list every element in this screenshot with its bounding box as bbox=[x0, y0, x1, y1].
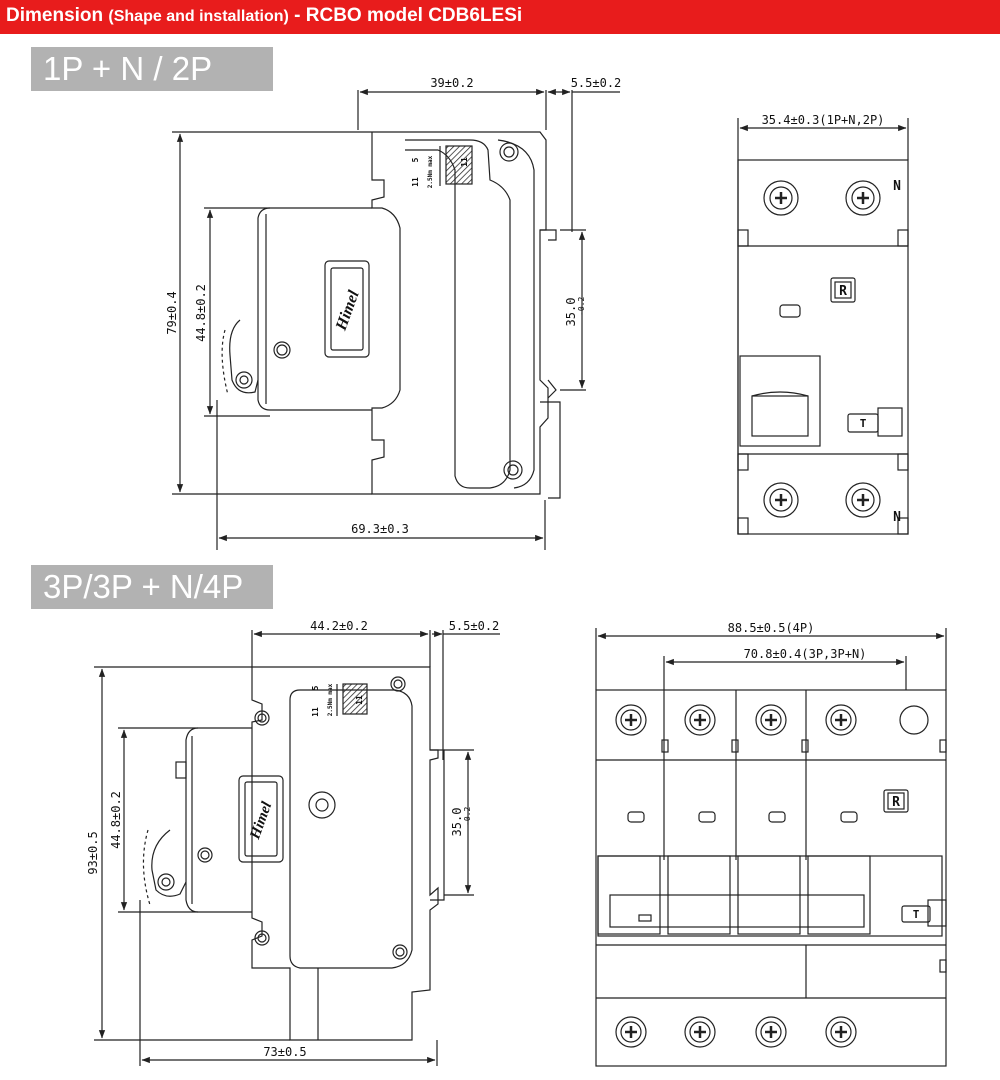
section-tab-1p-2p: 1P + N / 2P bbox=[31, 47, 273, 91]
dim-top-rail: 5.5±0.2 bbox=[571, 76, 622, 90]
bottom-front-view bbox=[595, 689, 947, 1067]
dim-top-overall-depth: 69.3±0.3 bbox=[351, 522, 409, 536]
dim-top-width: 35.4±0.3(1P+N,2P) bbox=[762, 113, 885, 127]
dim-top-height: 79±0.4 bbox=[165, 291, 179, 334]
brand-logo-bottom: Himel bbox=[247, 799, 276, 842]
terminal-label-11-bottom: 11 bbox=[311, 707, 320, 717]
terminal-label-11b-top: 11 bbox=[460, 157, 469, 167]
dim-bottom-width-3p: 70.8±0.4(3P,3P+N) bbox=[744, 647, 867, 661]
top-front-view bbox=[737, 159, 909, 535]
test-label-top: T bbox=[860, 417, 867, 430]
dim-bottom-width-4p: 88.5±0.5(4P) bbox=[728, 621, 815, 635]
test-label-bottom: T bbox=[913, 908, 920, 921]
neutral-label-bottom: N bbox=[893, 510, 901, 525]
terminal-strip-top: 2.5Nm max bbox=[427, 155, 434, 188]
terminal-strip-bottom: 2.5Nm max bbox=[327, 683, 334, 716]
terminal-label-5-top: 5 bbox=[411, 157, 420, 162]
dim-top-din-tol: -0.2 bbox=[577, 297, 586, 316]
terminal-label-5-bottom: 5 bbox=[311, 685, 320, 690]
dim-top-din: 35.0 bbox=[564, 298, 578, 327]
title-rest: - RCBO model CDB6LESi bbox=[294, 5, 523, 26]
reset-label-bottom: R bbox=[892, 795, 900, 810]
dim-bottom-depth: 44.2±0.2 bbox=[310, 619, 368, 633]
reset-label-top: R bbox=[839, 284, 847, 299]
dim-bottom-din-tol: -0.2 bbox=[463, 807, 472, 826]
header-bar: Dimension (Shape and installation) - RCB… bbox=[0, 0, 1000, 34]
top-side-view bbox=[221, 131, 561, 499]
dim-bottom-handle-height: 44.8±0.2 bbox=[109, 791, 123, 849]
dim-bottom-rail: 5.5±0.2 bbox=[449, 619, 500, 633]
terminal-label-11b-bottom: 11 bbox=[355, 695, 364, 705]
bottom-side-view bbox=[142, 666, 445, 1041]
terminal-label-11-top: 11 bbox=[411, 177, 420, 187]
neutral-label-top: N bbox=[893, 179, 901, 194]
dim-bottom-overall-depth: 73±0.5 bbox=[263, 1045, 306, 1059]
dim-bottom-din: 35.0 bbox=[450, 808, 464, 837]
dim-top-depth: 39±0.2 bbox=[430, 76, 473, 90]
bottom-front-dimensions bbox=[595, 628, 947, 690]
section-tab-3p-4p: 3P/3P + N/4P bbox=[31, 565, 273, 609]
top-front-dimensions bbox=[737, 118, 909, 160]
dim-bottom-height: 93±0.5 bbox=[86, 831, 100, 874]
top-side-dimensions bbox=[172, 88, 620, 550]
bottom-side-dimensions bbox=[94, 630, 500, 1066]
brand-logo-top: Himel bbox=[332, 288, 362, 334]
dim-top-handle-height: 44.8±0.2 bbox=[194, 284, 208, 342]
title-main: Dimension bbox=[6, 5, 104, 26]
page-title: Dimension (Shape and installation) - RCB… bbox=[6, 5, 522, 27]
title-paren: (Shape and installation) bbox=[108, 8, 289, 25]
